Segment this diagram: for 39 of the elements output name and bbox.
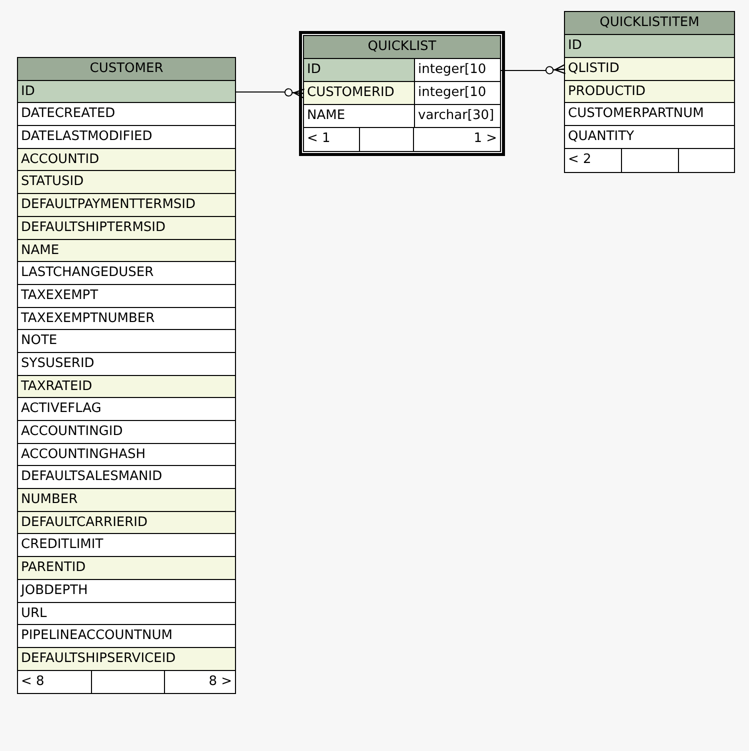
relationship-line	[234, 88, 305, 99]
column-row: ID	[565, 34, 734, 58]
child-count: 1 >	[472, 130, 498, 148]
parent-count: < 1	[304, 128, 360, 151]
column-row: URL	[18, 602, 235, 626]
column-row: PARENTID	[18, 557, 235, 580]
column-row	[304, 59, 500, 82]
relationship-line	[500, 64, 566, 74]
column-row: TAXEXEMPTNUMBER	[18, 308, 235, 330]
entity-table	[299, 31, 505, 156]
column-row: DEFAULTSHIPTERMSID	[18, 216, 235, 240]
column-name: ID	[304, 59, 414, 81]
column-row	[304, 82, 500, 105]
child-count: 8 >	[208, 672, 233, 691]
parent-count: < 2	[565, 149, 622, 172]
column-row	[304, 105, 500, 128]
data-type: integer[10	[414, 59, 500, 81]
column-row: ACCOUNTID	[18, 148, 235, 172]
column-row: TAXRATEID	[18, 376, 235, 398]
column-row: STATUSID	[18, 171, 235, 194]
column-row: DEFAULTSHIPSERVICEID	[18, 648, 235, 671]
column-row: ID	[18, 80, 235, 104]
table-header: QUICKLIST	[304, 36, 500, 59]
data-type: integer[10	[414, 82, 500, 104]
column-row: PRODUCTID	[565, 80, 734, 104]
entity-table	[17, 57, 236, 694]
column-row: DEFAULTPAYMENTTERMSID	[18, 194, 235, 217]
column-row: NAME	[18, 240, 235, 262]
table-header: CUSTOMER	[18, 58, 235, 81]
column-row: DEFAULTCARRIERID	[18, 512, 235, 534]
table-header: QUICKLISTITEM	[565, 12, 734, 35]
column-row: NUMBER	[18, 489, 235, 512]
column-name: CUSTOMERID	[304, 82, 414, 104]
column-row: ACCOUNTINGHASH	[18, 444, 235, 466]
data-type: varchar[30]	[414, 105, 500, 127]
entity-table	[564, 11, 735, 173]
parent-count: < 8	[18, 670, 92, 694]
column-row: QLISTID	[565, 58, 734, 81]
table-footer	[18, 670, 235, 694]
